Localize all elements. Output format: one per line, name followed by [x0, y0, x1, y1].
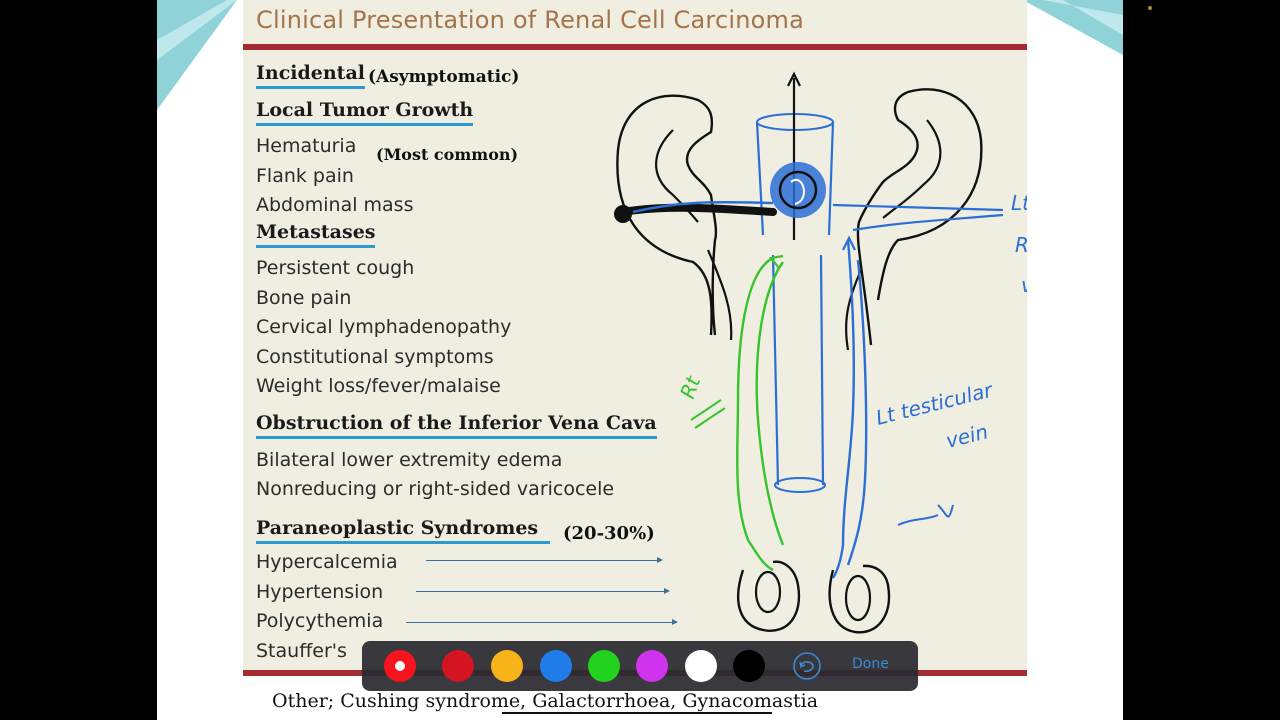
annotation-toolbar: Done: [362, 641, 918, 691]
right-ureter: [706, 249, 733, 341]
corner-dot: [1148, 6, 1152, 10]
slide-content-panel: Clinical Presentation of Renal Cell Carc…: [243, 0, 1027, 676]
heading-ivc-obstruction: Obstruction of the Inferior Vena Cava: [256, 412, 657, 439]
item-flank-pain: Flank pain: [256, 165, 354, 187]
note-20-30-percent: (20-30%): [563, 523, 655, 544]
item-cervical-lymphadenopathy: Cervical lymphadenopathy: [256, 316, 512, 338]
svg-text:Lt.: Lt.: [1011, 191, 1027, 215]
item-weight-loss: Weight loss/fever/malaise: [256, 375, 501, 397]
heading-metastases: Metastases: [256, 221, 376, 248]
annotation-right: Rt: [675, 372, 705, 402]
left-kidney-outline: [856, 88, 983, 346]
annotation-left-renal-vein: Lt. Renal vein: [1011, 191, 1027, 297]
right-kidney-outline: [616, 94, 718, 336]
right-testicular-vein: [736, 256, 785, 572]
item-bilateral-edema: Bilateral lower extremity edema: [256, 449, 563, 471]
left-ureter: [845, 269, 863, 351]
left-testis: [828, 564, 891, 634]
left-kidney-hilum: [882, 119, 942, 219]
item-polycythemia: Polycythemia: [256, 610, 384, 632]
annotation-left-testicular-vein: Lt testicular vein: [873, 377, 996, 453]
item-varicocele: Nonreducing or right-sided varicocele: [256, 478, 615, 500]
item-stauffers: Stauffer's: [256, 640, 347, 662]
item-bone-pain: Bone pain: [256, 287, 352, 309]
color-swatch-white[interactable]: [685, 650, 717, 682]
title-rule: [243, 44, 1027, 50]
item-persistent-cough: Persistent cough: [256, 257, 415, 279]
item-constitutional-symptoms: Constitutional symptoms: [256, 346, 494, 368]
tumor-thrombus: [614, 162, 826, 223]
color-swatch-purple[interactable]: [636, 650, 668, 682]
color-swatch-black[interactable]: [733, 650, 765, 682]
right-testis: [736, 560, 801, 632]
slide-title: Clinical Presentation of Renal Cell Carc…: [256, 6, 805, 34]
svg-text:vein: vein: [1021, 273, 1027, 297]
svg-text:vein: vein: [943, 419, 990, 453]
slide-frame: Clinical Presentation of Renal Cell Carc…: [157, 0, 1123, 720]
varicocele-pointer: [897, 504, 954, 526]
done-button[interactable]: Done: [852, 656, 889, 672]
teal-decoration-left: [157, 0, 237, 110]
arrow-polycythemia: [406, 619, 678, 625]
ivc-bottom-ellipse: [774, 477, 826, 493]
right-kidney-hilum: [655, 129, 699, 223]
teal-decoration-right: [1023, 0, 1123, 55]
item-hypertension: Hypertension: [256, 581, 384, 603]
heading-incidental: Incidental: [256, 62, 365, 89]
arrow-hypercalcemia: [426, 557, 663, 563]
item-hematuria: Hematuria: [256, 135, 357, 157]
undo-icon[interactable]: [792, 651, 822, 681]
color-swatch-dark-red[interactable]: [442, 650, 474, 682]
left-renal-vein: [832, 203, 1004, 232]
color-swatch-yellow[interactable]: [491, 650, 523, 682]
item-hypercalcemia: Hypercalcemia: [256, 551, 398, 573]
item-abdominal-mass: Abdominal mass: [256, 194, 414, 216]
kidney-vein-diagram: Lt. Renal vein Lt testicular vein Rt: [614, 71, 1027, 634]
color-swatch-blue[interactable]: [540, 650, 572, 682]
note-most-common: (Most common): [376, 145, 519, 164]
left-testicular-vein: [831, 239, 868, 579]
note-asymptomatic: (Asymptomatic): [368, 67, 520, 87]
arrow-hypertension: [416, 588, 670, 594]
color-swatch-red-selected[interactable]: [384, 650, 416, 682]
heading-paraneoplastic: Paraneoplastic Syndromes: [256, 517, 551, 544]
heading-local-tumor-growth: Local Tumor Growth: [256, 99, 474, 126]
color-swatch-green[interactable]: [588, 650, 620, 682]
footer-other-syndromes: Other; Cushing syndrome, Galactorrhoea, …: [272, 690, 819, 712]
strike-line: [502, 712, 772, 714]
svg-text:Renal: Renal: [1015, 233, 1027, 257]
